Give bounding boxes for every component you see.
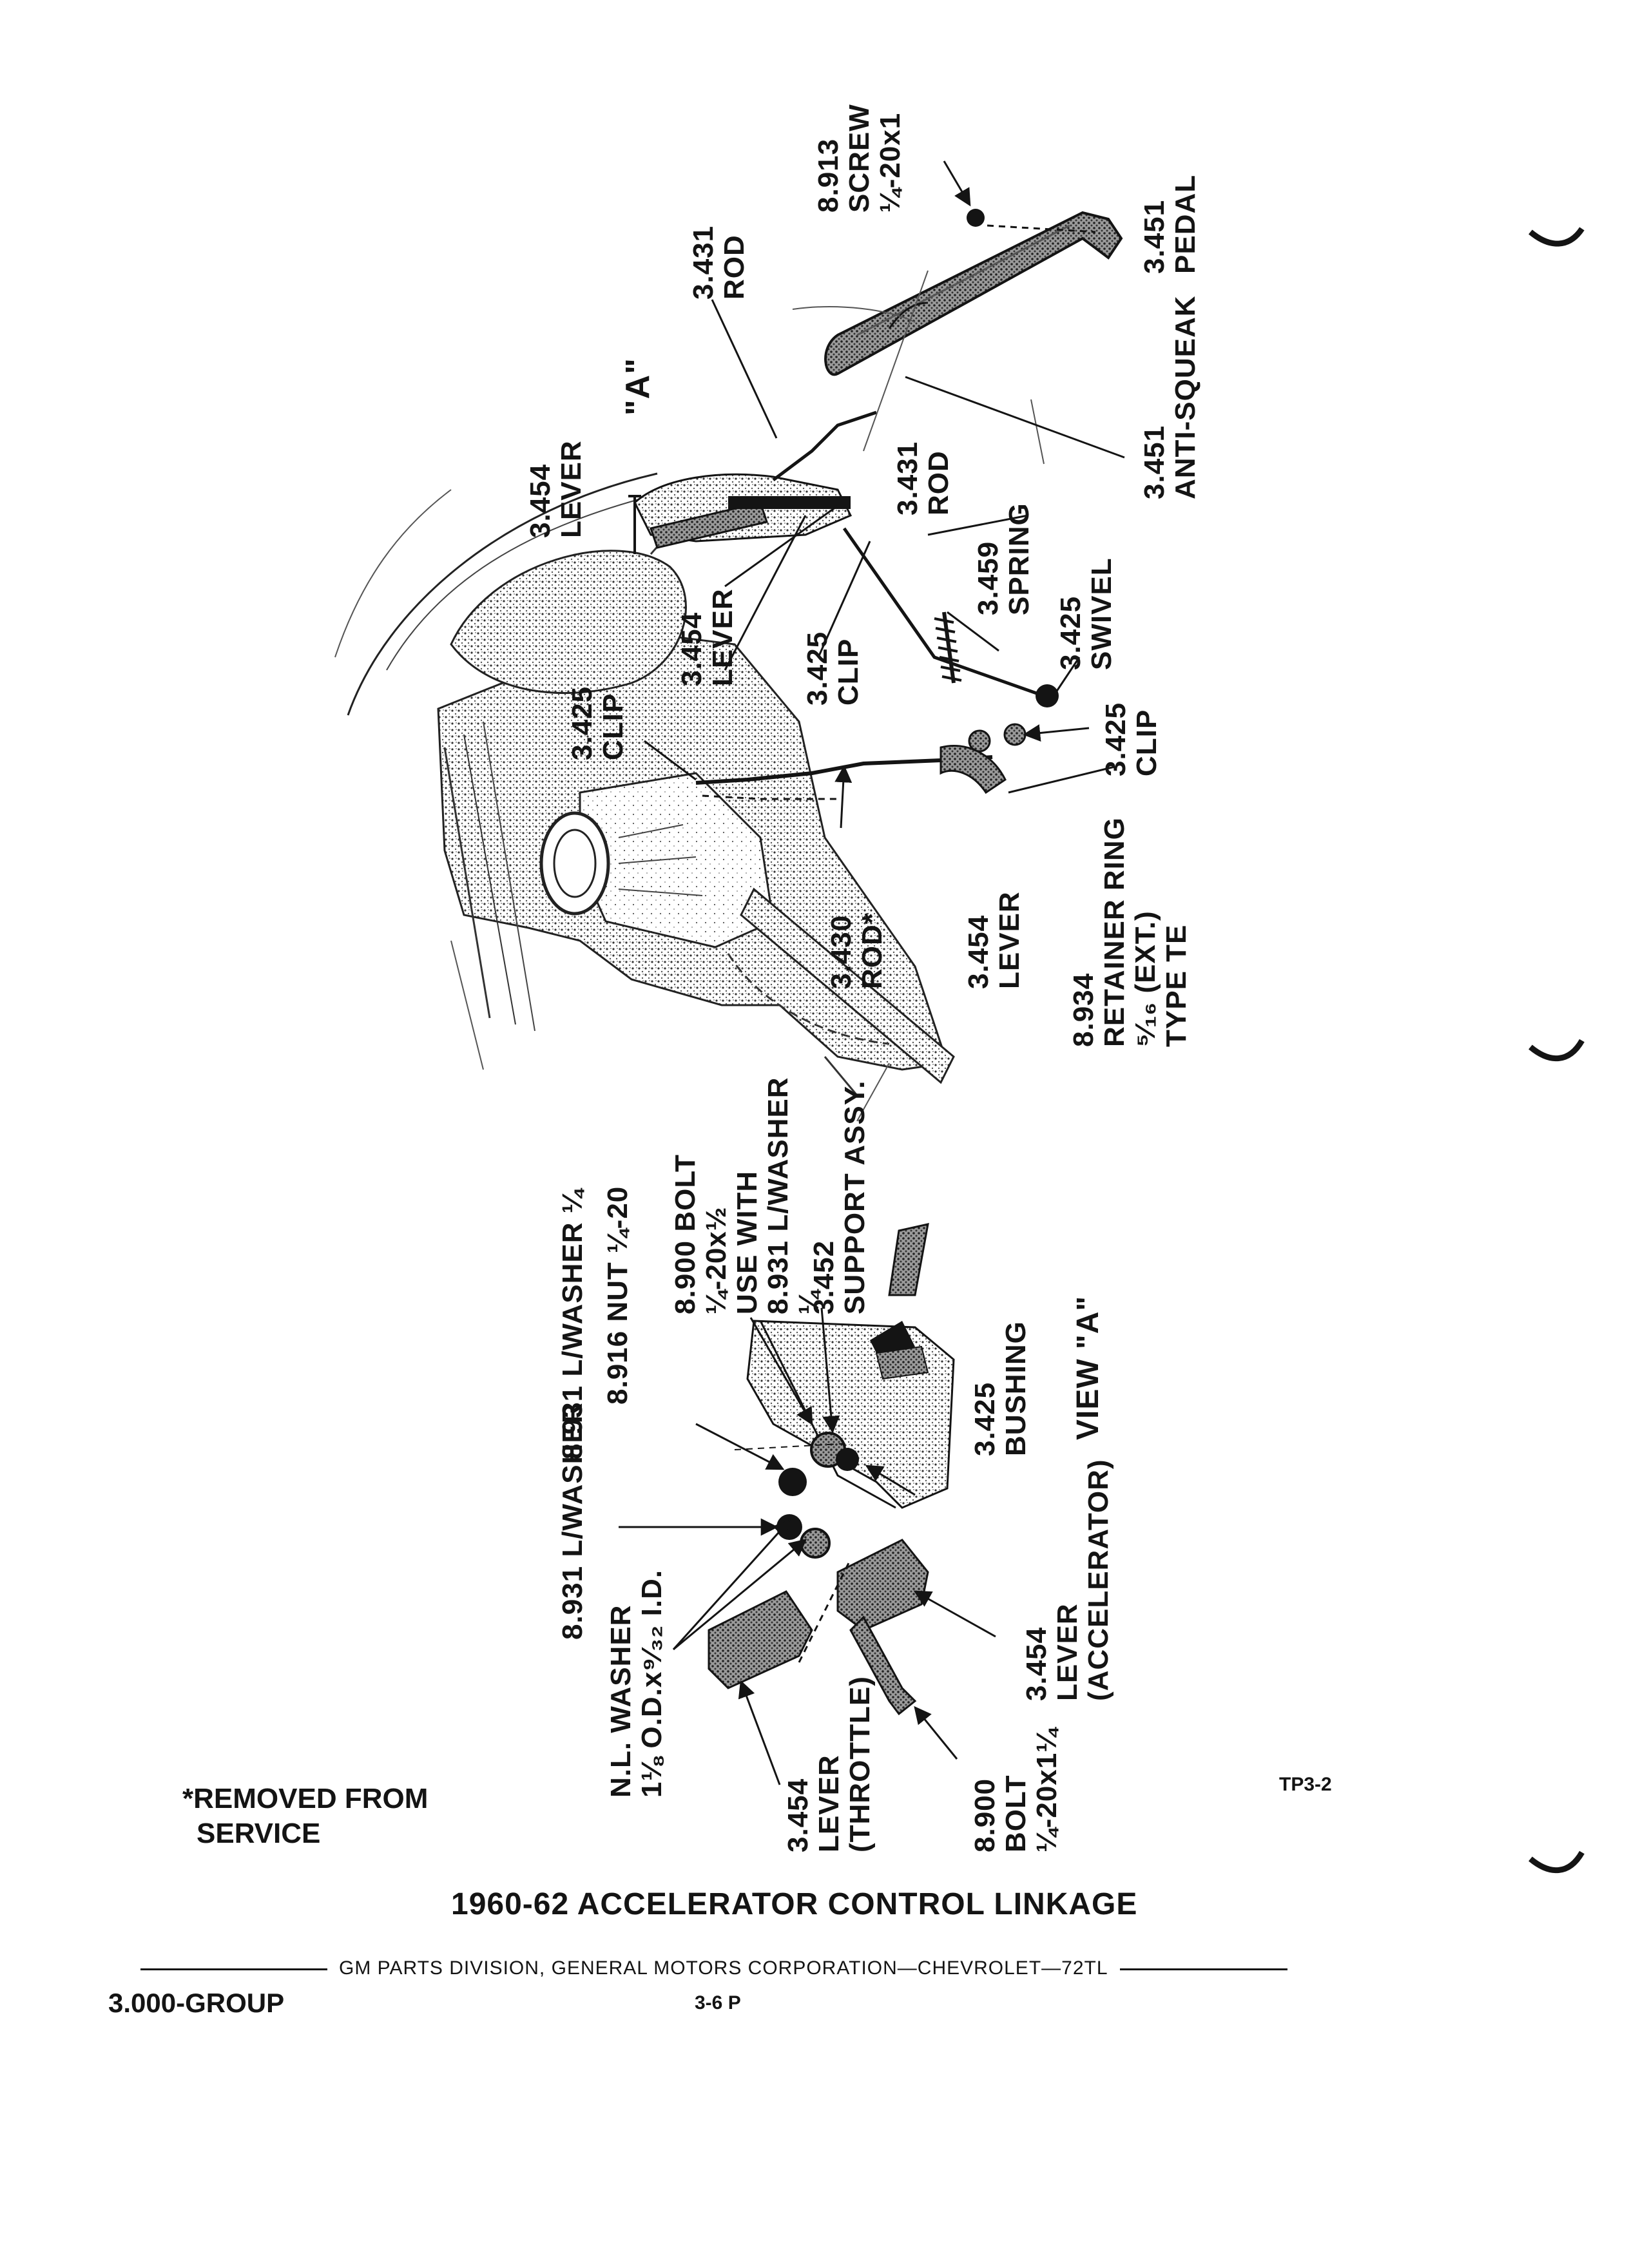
callout-rod-lower: 3.431 ROD <box>892 441 954 515</box>
callout-lever-upper: 3.454 LEVER <box>525 440 587 538</box>
removed-from-service-note: *REMOVED FROM SERVICE <box>182 1783 429 1849</box>
callout-nut: 8.916 NUT ¼-20 <box>602 1186 633 1405</box>
callout-bolt-long: 8.900 BOLT ¼-20x1¼ <box>969 1728 1063 1852</box>
callout-screw: 8.913 SCREW ¼-20x1 <box>813 104 906 213</box>
callout-pedal: 3.451 PEDAL <box>1139 174 1201 274</box>
callout-lever-mid: 3.454 LEVER <box>676 588 738 686</box>
page-number: 3-6 P <box>695 1992 741 2013</box>
bellcrank-assembly <box>628 410 877 554</box>
footer-rule-right <box>1119 1968 1287 1970</box>
view-a-leaders <box>619 1307 996 1785</box>
engine-assembly <box>347 472 955 1096</box>
footer-publisher-line: GM PARTS DIVISION, GENERAL MOTORS CORPOR… <box>129 1957 1299 1979</box>
binder-mark-top <box>1528 227 1585 247</box>
callout-lever-throttle: 3.454 LEVER (THROTTLE) <box>782 1676 876 1852</box>
callout-clip-left: 3.425 CLIP <box>566 686 629 760</box>
callout-bushing: 3.425 BUSHING <box>969 1321 1032 1456</box>
callout-clip-mid: 3.425 CLIP <box>802 631 864 706</box>
page-title: 1960-62 ACCELERATOR CONTROL LINKAGE <box>451 1887 1138 1921</box>
binder-mark-bottom <box>1528 1850 1585 1874</box>
callout-retainer-ring: 8.934 RETAINER RING ⁵⁄₁₆ (EXT.) TYPE TE <box>1068 817 1192 1047</box>
top-view-leaders <box>644 160 1125 829</box>
callout-nl-washer: N.L. WASHER 1⅛ O.D.x⁹⁄₃₂ I.D. <box>605 1569 668 1798</box>
figure-code: TP3-2 <box>1279 1774 1332 1795</box>
callout-bolt-short: 8.900 BOLT ¼-20x½ USE WITH 8.931 L/WASHE… <box>670 1077 825 1314</box>
return-spring <box>934 611 962 684</box>
callout-lever-carb: 3.454 LEVER <box>963 891 1025 989</box>
callout-spring: 3.459 SPRING <box>972 503 1035 615</box>
sketch-lines <box>334 270 1045 1122</box>
footer-rule-left <box>140 1968 327 1970</box>
binder-mark-mid <box>1528 1039 1585 1062</box>
accelerator-pedal <box>824 209 1123 376</box>
callout-lever-accelerator: 3.454 LEVER (ACCELERATOR) <box>1021 1459 1114 1701</box>
callout-clip-right: 3.425 CLIP <box>1100 702 1162 776</box>
footer-publisher-text: GM PARTS DIVISION, GENERAL MOTORS CORPOR… <box>339 1957 1108 1979</box>
callout-view-a-marker: "A" <box>619 358 657 416</box>
callout-swivel: 3.425 SWIVEL <box>1055 557 1117 670</box>
callout-rod-upper: 3.431 ROD <box>688 225 750 300</box>
callout-view-a-title: VIEW "A" <box>1071 1295 1105 1440</box>
callout-rod-removed: 3.430 ROD* <box>825 912 888 989</box>
view-a-assembly <box>708 1223 955 1716</box>
callout-anti-squeak: 3.451 ANTI-SQUEAK <box>1139 295 1201 499</box>
callout-lwasher: 8.931 L/WASHER <box>557 1402 588 1640</box>
group-label: 3.000-GROUP <box>108 1988 285 2018</box>
